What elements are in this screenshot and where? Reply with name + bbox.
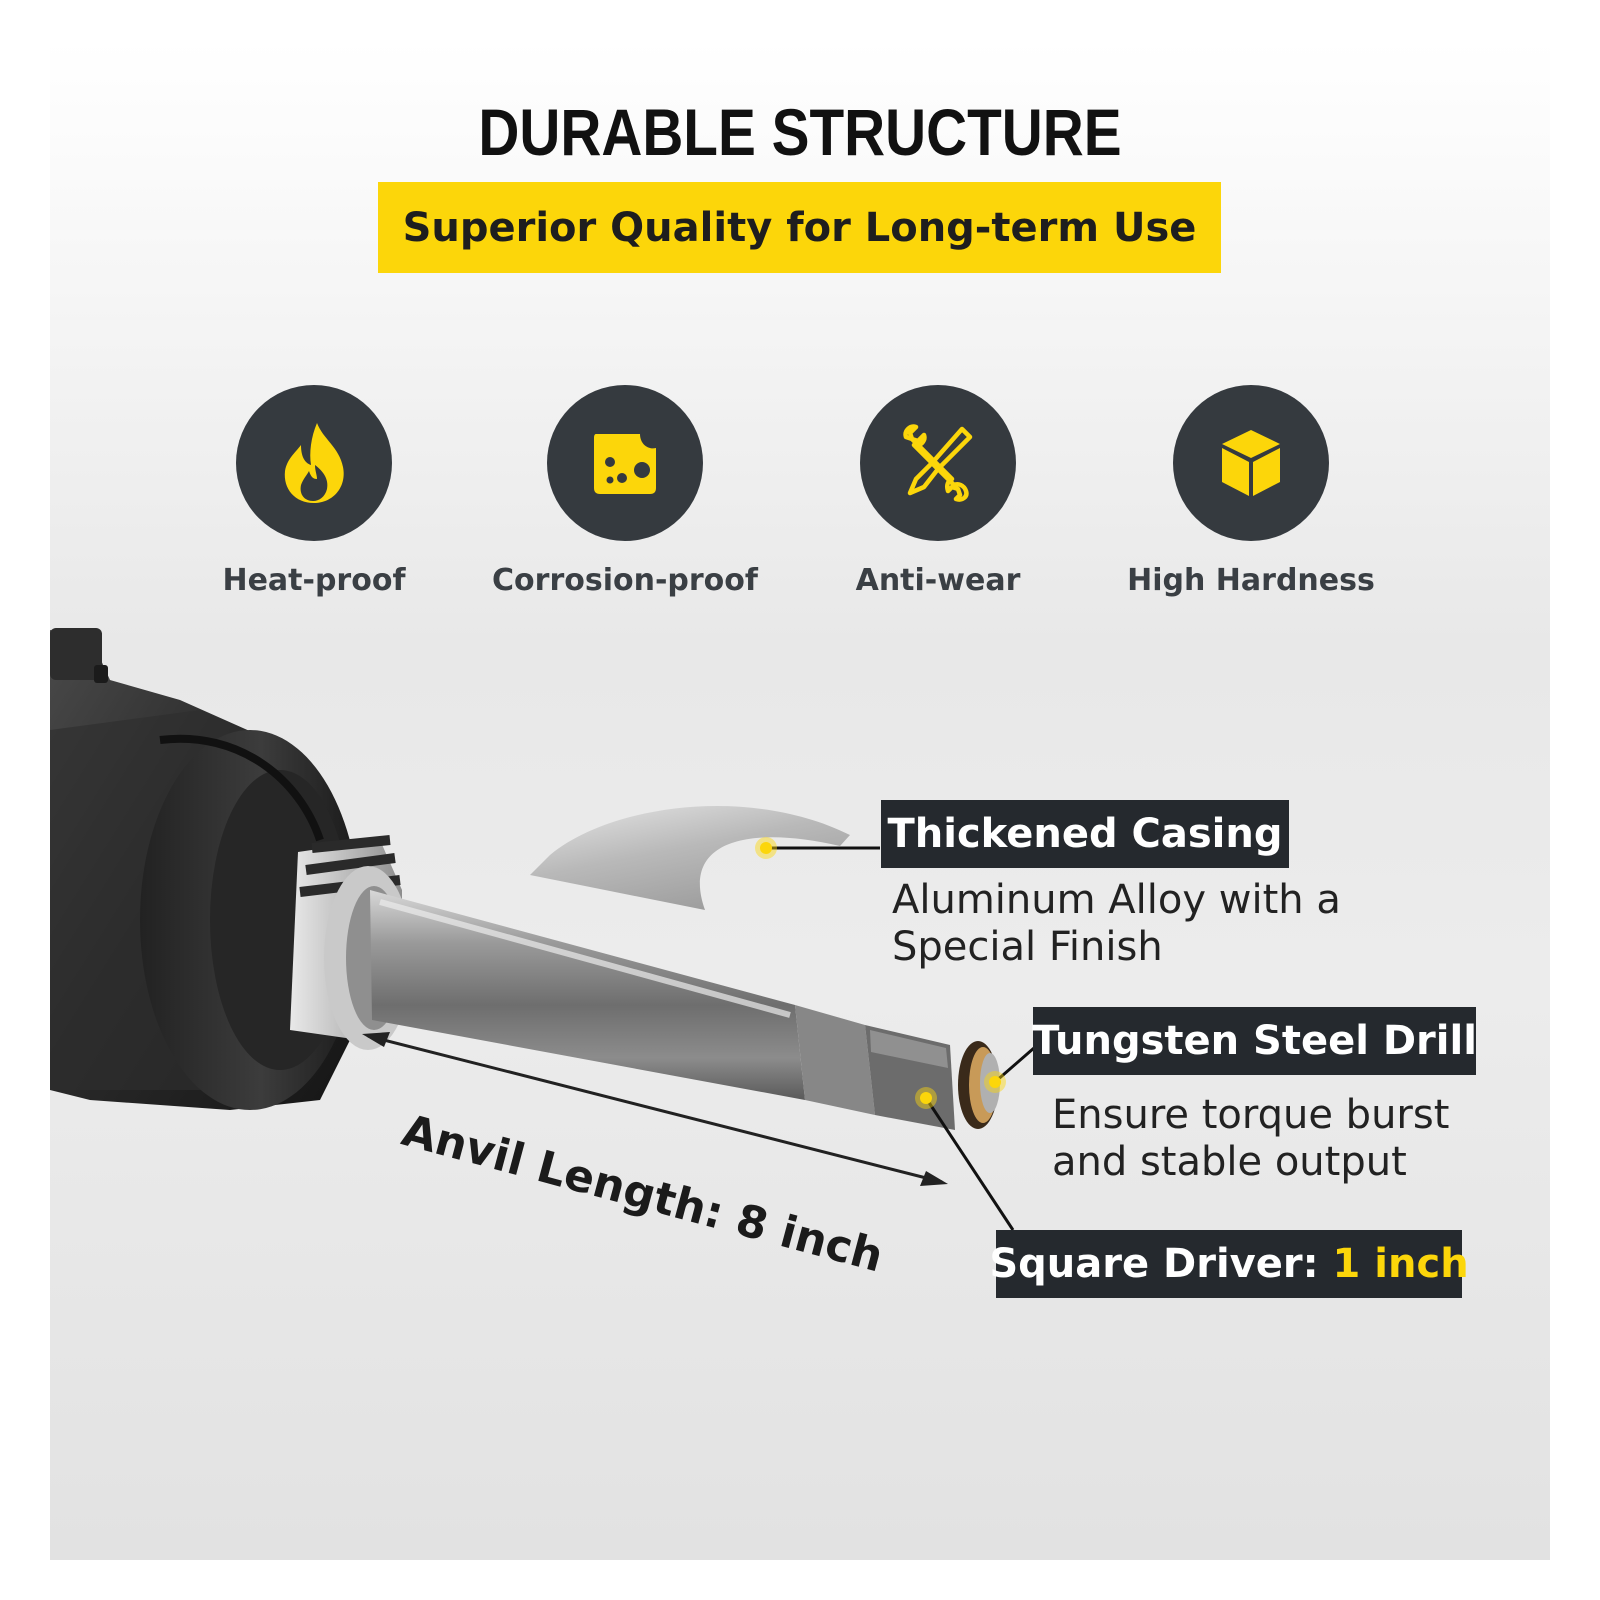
callout-thickened-casing: Thickened Casing bbox=[881, 800, 1289, 868]
wrench-screwdriver-icon bbox=[903, 424, 973, 502]
callout-casing-desc-1: Aluminum Alloy with a bbox=[892, 877, 1341, 923]
cube-icon bbox=[1222, 430, 1280, 496]
feature-high-hardness: High Hardness bbox=[1091, 385, 1411, 598]
feature-label: Corrosion-proof bbox=[492, 563, 758, 598]
page-title: DURABLE STRUCTURE bbox=[478, 95, 1122, 169]
subtitle-text: Superior Quality for Long-term Use bbox=[402, 204, 1197, 251]
feature-anti-wear: Anti-wear bbox=[778, 385, 1098, 598]
casing-shell bbox=[530, 806, 850, 910]
callout-square-driver: Square Driver: 1 inch bbox=[989, 1230, 1469, 1298]
callout-drill-desc-2: and stable output bbox=[1052, 1139, 1407, 1185]
callout-tungsten-steel-drill: Tungsten Steel Drill bbox=[1032, 1007, 1477, 1075]
square-driver-value: 1 inch bbox=[1332, 1241, 1469, 1287]
feature-circle bbox=[236, 385, 392, 541]
impact-wrench-illustration bbox=[50, 628, 1035, 1231]
feature-label: Heat-proof bbox=[222, 563, 406, 598]
callout-drill-desc-1: Ensure torque burst bbox=[1052, 1092, 1450, 1138]
product-panel: DURABLE STRUCTURE Superior Quality for L… bbox=[50, 40, 1550, 1560]
corroded-block-icon bbox=[594, 434, 656, 494]
feature-circle bbox=[1173, 385, 1329, 541]
flame-icon bbox=[284, 423, 344, 503]
feature-circle bbox=[547, 385, 703, 541]
callout-casing-desc-2: Special Finish bbox=[892, 924, 1163, 970]
marker-dots bbox=[755, 837, 1006, 1109]
feature-heat-proof: Heat-proof bbox=[154, 385, 474, 598]
feature-corrosion-proof: Corrosion-proof bbox=[465, 385, 785, 598]
feature-label: High Hardness bbox=[1127, 563, 1375, 598]
anvil-shaft bbox=[370, 890, 1000, 1130]
anvil-dimension-arrow bbox=[362, 1032, 948, 1186]
leader-lines bbox=[766, 846, 1035, 1231]
square-driver-label: Square Driver: bbox=[989, 1241, 1333, 1287]
feature-circle bbox=[860, 385, 1016, 541]
feature-label: Anti-wear bbox=[855, 563, 1021, 598]
subtitle-banner: Superior Quality for Long-term Use bbox=[378, 182, 1221, 273]
